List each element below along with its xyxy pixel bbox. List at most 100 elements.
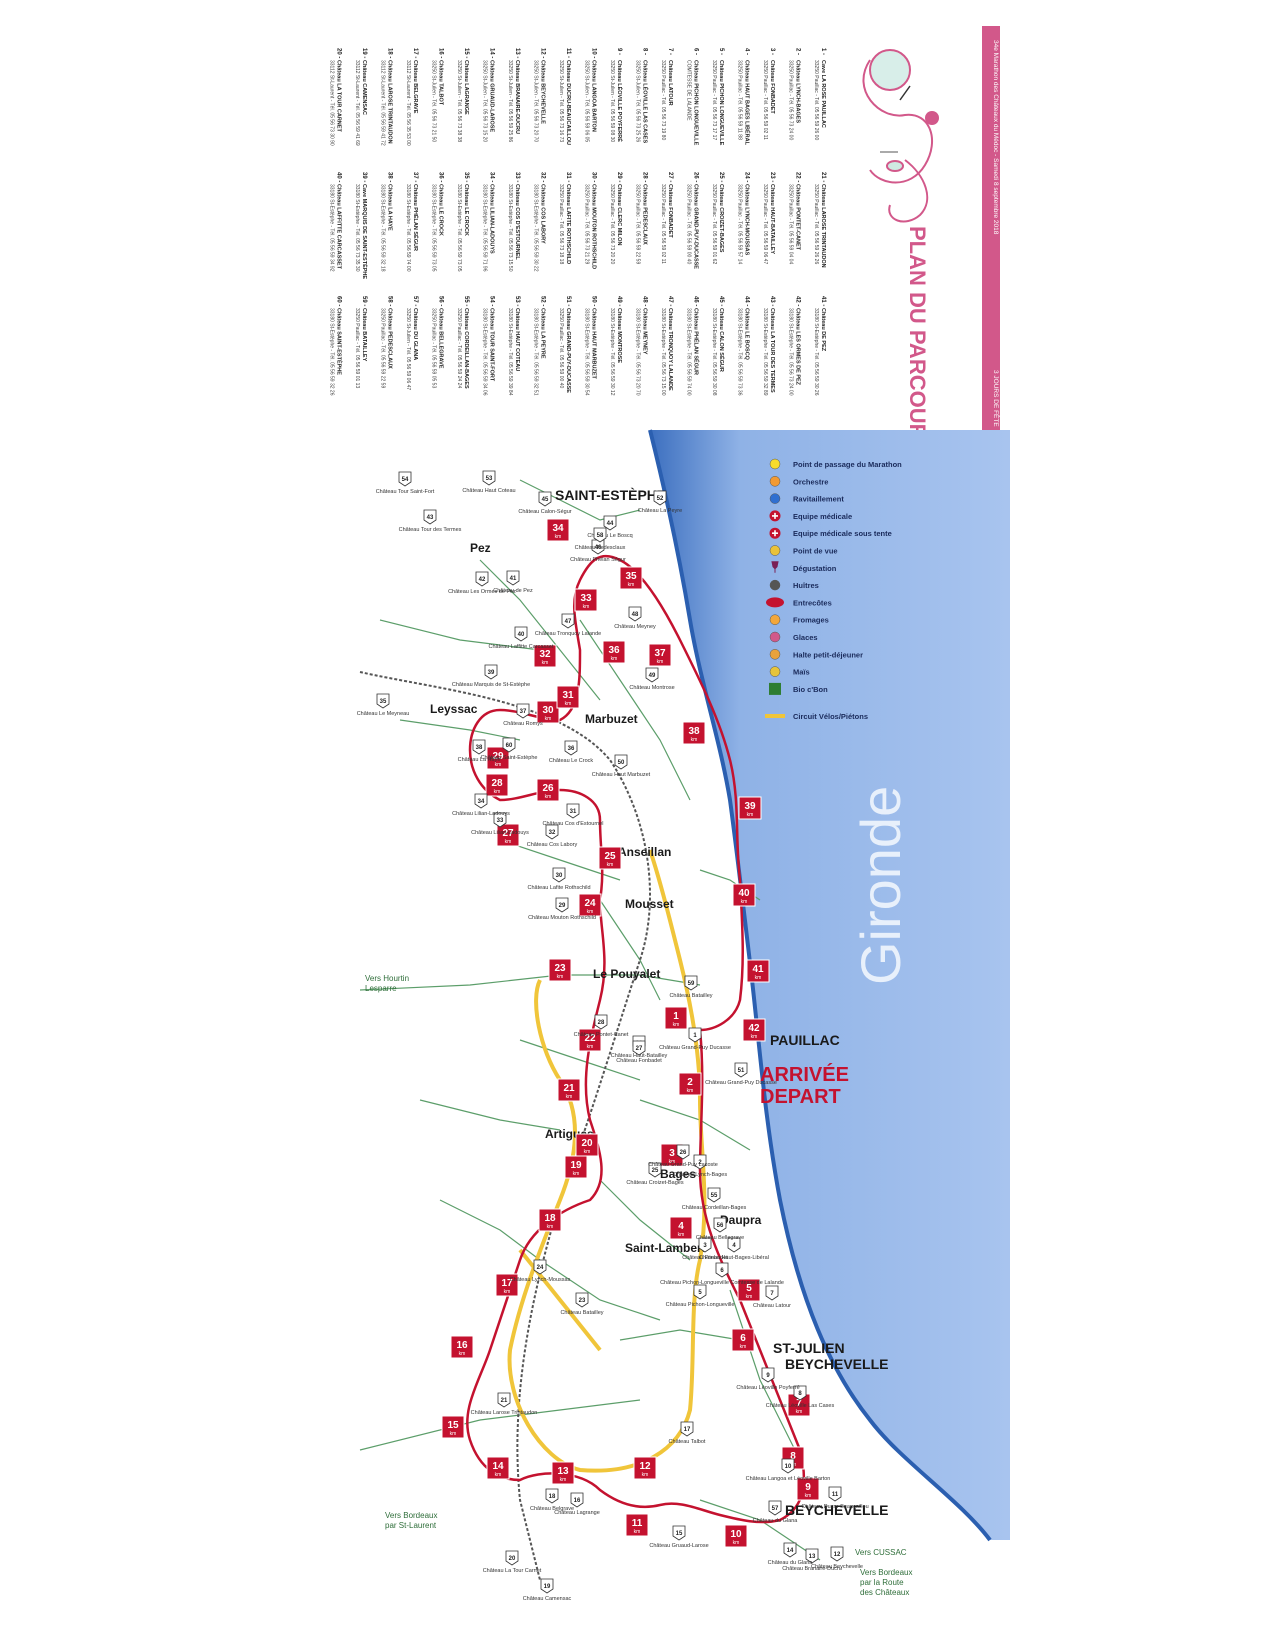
chateau-list-info: 33250 Pauillac - Tél. 05 56 59 11 88: [737, 60, 743, 140]
ice-cream-icon: [769, 631, 781, 643]
km-marker-number: 10: [730, 1529, 742, 1540]
chateau-list-info: 33250 St-Julien - Tél. 05 56 73 16 73: [558, 60, 564, 142]
chateau-list-info: 33250 Pauillac - Tél. 05 56 59 02 11: [762, 60, 768, 140]
finish-label: ARRIVÉE: [760, 1063, 849, 1086]
km-marker-box: [538, 1208, 562, 1232]
bio-icon: [769, 682, 781, 695]
chateau-list-name: Château GRAND-PUY-DUCASSE: [565, 308, 571, 393]
chateau-marker-number: 5: [698, 1290, 702, 1296]
chateau-list-name: Château PEDESCLAUX: [642, 184, 648, 245]
chateau-marker-label: Château Les Ormes de Pez: [448, 589, 516, 595]
km-marker-box: [796, 1477, 820, 1501]
chateau-marker-label: Château Phélan Ségur: [570, 557, 626, 563]
chateau-list-number: 13 -: [514, 48, 520, 58]
km-marker-unit: km: [545, 716, 552, 722]
km-marker-number: 31: [562, 690, 574, 701]
chateau-list-info: 33250 St-Julien - Tél. 05 56 73 25 26: [635, 60, 641, 142]
chateau-shield-icon: [545, 824, 559, 840]
chateau-marker-number: 30: [556, 873, 563, 879]
chateau-list-name: Château LÉOVILLE LAS CASES: [642, 60, 650, 143]
chateau-list-info: 33180 St-Estèphe - Tél. 05 56 59 32 18: [380, 184, 386, 272]
chateau-list-number: 41 -: [820, 296, 826, 306]
chateau-marker-label: Château Lynch-Moussas: [510, 1277, 571, 1283]
chateau-marker-label: Château Léoville Poyferré: [736, 1385, 799, 1391]
chateau-list-info: 33250 Pauillac - Tél. 05 56 59 04 04: [788, 184, 794, 264]
chateau-list-info: 33112 St-Laurent - Tél. 05 56 35 53 00: [405, 60, 411, 146]
km-marker-box: [533, 644, 557, 668]
chateau-list-number: 37 -: [412, 172, 418, 182]
town-saint-estephe: SAINT-ESTÈPHE: [555, 487, 666, 503]
town-anseillan: Anseillan: [618, 845, 671, 859]
km-marker-box: [551, 1461, 575, 1485]
chateau-list-info: 33180 St-Estèphe - Tél. 05 56 59 73 36: [737, 308, 743, 396]
chateau-list-info: 33250 Pauillac - Tél. 05 56 59 01 13: [354, 308, 360, 388]
chateau-shield-icon: [540, 1578, 554, 1594]
chateau-marker-label: Château Pichon-Longueville Comtesse de L…: [660, 1280, 784, 1286]
chateau-marker-label: Château Croizet-Bages: [626, 1180, 683, 1186]
chateau-list-name: Château LYNCH-MOUSSAS: [744, 184, 750, 256]
legend-label: Equipe médicale sous tente: [793, 529, 892, 538]
km-marker-unit: km: [678, 1232, 685, 1238]
km-marker-unit: km: [751, 1034, 758, 1040]
chateau-shield-icon: [376, 693, 390, 709]
chateau-marker-number: 45: [542, 497, 549, 503]
km-marker-number: 39: [744, 801, 756, 812]
km-marker-number: 17: [501, 1278, 513, 1289]
chateau-marker-number: 43: [427, 515, 434, 521]
chateau-shield-icon: [514, 626, 528, 642]
chateau-list-number: 20 -: [336, 48, 342, 58]
chateau-shield-icon: [632, 1040, 646, 1056]
chateau-shield-icon: [713, 1217, 727, 1233]
road-label-route-chateaux-1: Vers Bordeaux: [860, 1568, 912, 1577]
town-pez: Pez: [470, 541, 491, 555]
km-marker-unit: km: [607, 862, 614, 868]
chateau-list-number: 51 -: [565, 296, 571, 306]
chateau-list-name: Château MEYNEY: [642, 308, 648, 355]
chateau-list-name: Château DUCRU-BEAUCAILLOU: [565, 60, 571, 145]
chateau-list-number: 42 -: [795, 296, 801, 306]
start-label: DEPART: [760, 1086, 841, 1108]
chateau-marker-number: 2: [698, 1160, 702, 1166]
chateau-list-info: 33250 Pauillac - Tél. 05 56 59 26 26: [813, 184, 819, 264]
chateau-list-number: 34 -: [489, 172, 495, 182]
chateau-shield-icon: [693, 1154, 707, 1170]
chateau-marker-number: 28: [598, 1020, 605, 1026]
road-label-lesparre: Lesparre: [365, 984, 397, 993]
chateau-shield-icon: [482, 470, 496, 486]
road-label-route-chateaux-2: par la Route: [860, 1578, 904, 1587]
chateau-marker-label: Château Pedesclaux: [575, 545, 626, 551]
chateau-list-name: Château FONBADET: [769, 60, 775, 114]
chateau-list-name: Château HAUT COTEAU: [514, 308, 520, 371]
chateau-marker-number: 15: [676, 1531, 683, 1537]
chateau-shield-icon: [768, 1500, 782, 1516]
km-marker-box: [678, 1072, 702, 1096]
chateau-marker-label: Château Marquis de St-Estèphe: [452, 682, 530, 688]
chateau-list-name: Château LA TOUR CARNET: [336, 60, 342, 132]
chateau-marker-label: Château La Haye: [458, 757, 501, 763]
legend-item: Dégustation: [771, 561, 837, 573]
chateau-list-name: Château PICHON LONGUEVILLE: [693, 60, 699, 146]
km-marker-unit: km: [504, 1289, 511, 1295]
chateau-marker-number: 53: [486, 476, 493, 482]
